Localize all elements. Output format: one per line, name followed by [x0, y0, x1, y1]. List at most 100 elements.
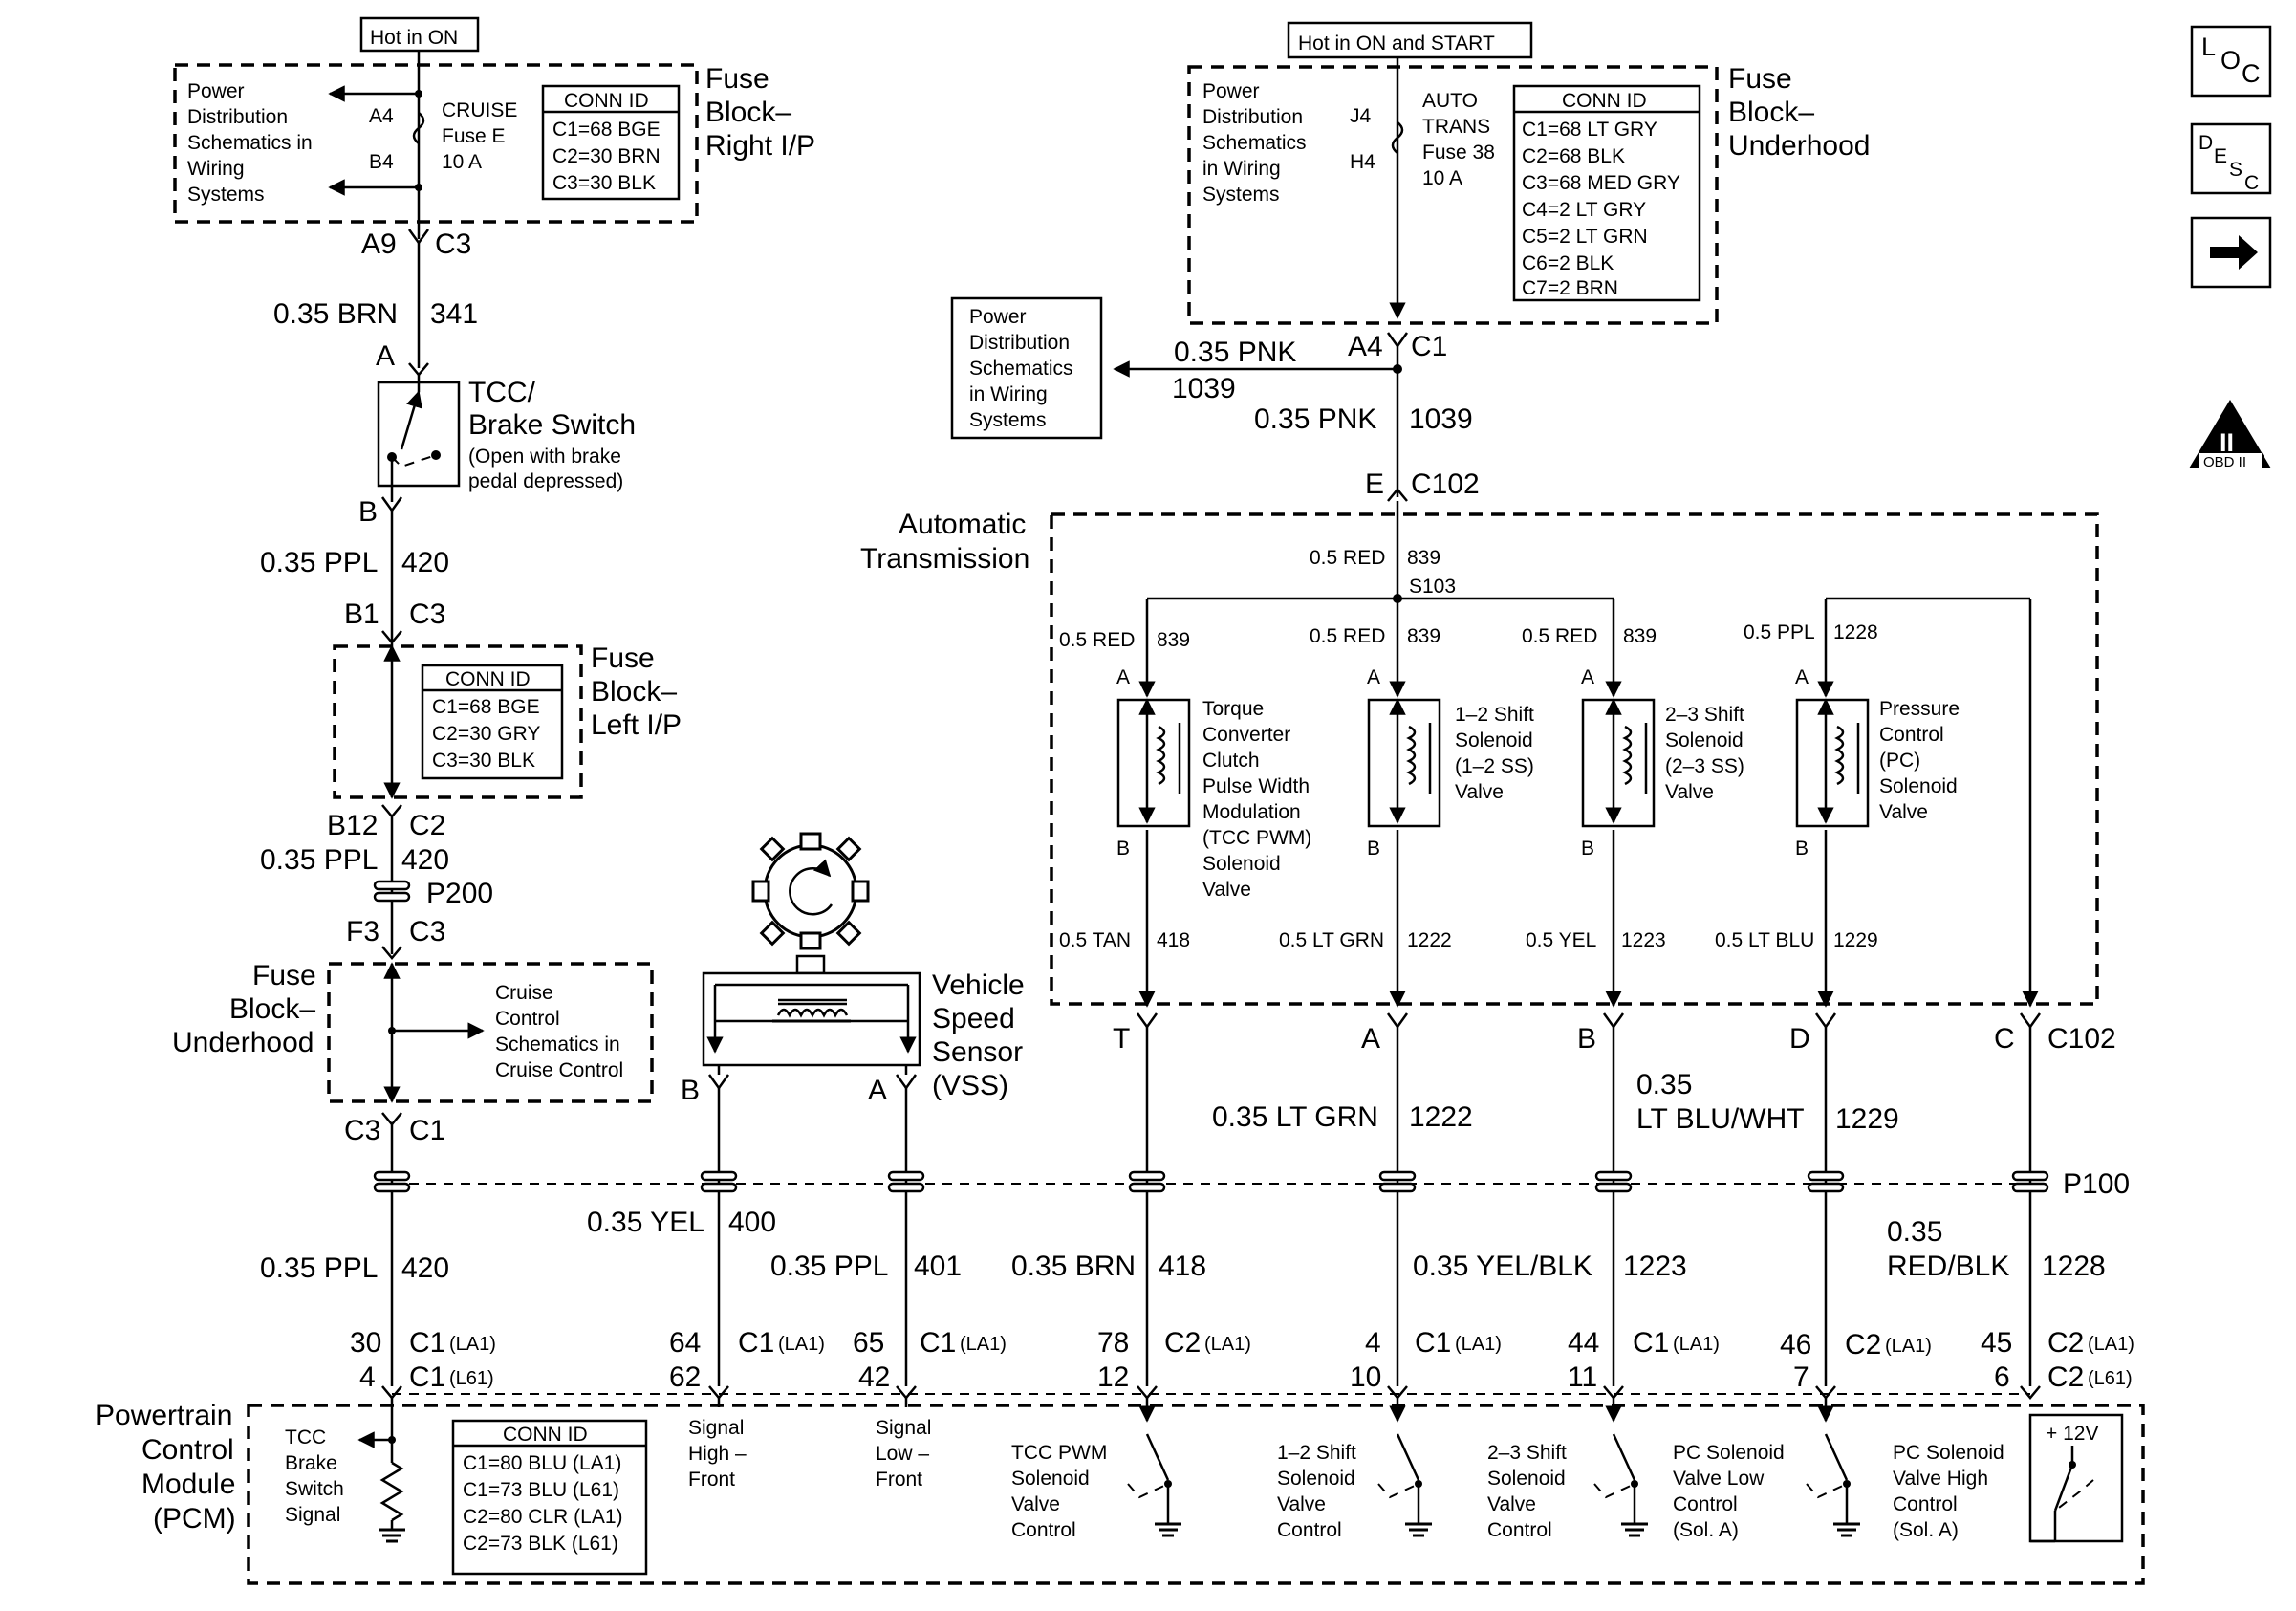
svg-text:Solenoid: Solenoid: [1487, 1468, 1566, 1490]
svg-text:Valve: Valve: [1202, 879, 1251, 901]
svg-text:Control: Control: [495, 1008, 560, 1030]
svg-text:Valve High: Valve High: [1893, 1468, 1988, 1490]
svg-text:839: 839: [1157, 629, 1190, 651]
svg-text:Clutch: Clutch: [1202, 750, 1260, 772]
next-arrow-icon[interactable]: [2190, 216, 2272, 289]
svg-text:(Open with brake: (Open with brake: [468, 446, 621, 468]
svg-text:C1: C1: [409, 1115, 445, 1146]
power-distribution-box[interactable]: Power Distribution Schematics in Wiring …: [950, 296, 1103, 440]
svg-text:0.5 LT GRN: 0.5 LT GRN: [1279, 929, 1384, 951]
svg-text:C1: C1: [1415, 1327, 1451, 1359]
svg-text:6: 6: [1994, 1361, 2010, 1393]
svg-text:C3=30 BLK: C3=30 BLK: [432, 750, 535, 772]
conn-id-table: CONN ID C1=68 BGE C2=30 BRN C3=30 BLK: [541, 84, 681, 201]
power-distribution-ref[interactable]: Power Distribution Schematics in Wiring …: [187, 80, 313, 206]
svg-text:1228: 1228: [2042, 1251, 2106, 1282]
svg-text:46: 46: [1780, 1329, 1811, 1361]
svg-text:C5=2 LT GRN: C5=2 LT GRN: [1522, 226, 1648, 248]
svg-text:Block–: Block–: [1728, 97, 1814, 128]
svg-text:Transmission: Transmission: [860, 543, 1029, 575]
svg-text:A: A: [868, 1075, 887, 1106]
svg-text:+ 12V: + 12V: [2046, 1423, 2098, 1445]
svg-text:Fuse: Fuse: [1728, 63, 1792, 95]
svg-text:C2: C2: [2047, 1327, 2084, 1359]
power-distribution-ref-top[interactable]: Power Distribution Schematics in Wiring …: [1202, 80, 1307, 206]
desc-icon[interactable]: D E S C: [2190, 122, 2272, 195]
tcc-brake-circuit: A9 C3 0.35 BRN 341 A TCC/ Brake Switch (…: [172, 229, 682, 1386]
svg-text:0.5 RED: 0.5 RED: [1310, 625, 1385, 647]
svg-text:0.35: 0.35: [1636, 1069, 1692, 1100]
c102-connector: T A B D C C102: [1113, 1012, 2116, 1055]
svg-text:(L61): (L61): [449, 1368, 494, 1389]
svg-text:L: L: [2201, 33, 2216, 61]
svg-text:A: A: [1116, 666, 1130, 688]
svg-text:Solenoid: Solenoid: [1879, 775, 1958, 797]
svg-text:1–2 Shift: 1–2 Shift: [1277, 1442, 1356, 1464]
svg-text:Underhood: Underhood: [172, 1027, 314, 1058]
svg-text:1228: 1228: [1833, 621, 1878, 643]
svg-text:E: E: [1365, 468, 1384, 500]
pressure-control-solenoid: 0.5 PPL 1228 A B Pressure Control (PC) S…: [1715, 621, 1960, 1008]
svg-text:C1=80 BLU (LA1): C1=80 BLU (LA1): [463, 1452, 621, 1474]
svg-text:B: B: [1116, 838, 1130, 860]
svg-text:Torque: Torque: [1202, 698, 1264, 720]
svg-text:C3: C3: [409, 599, 445, 630]
svg-text:839: 839: [1623, 625, 1657, 647]
fuse-block-underhood-lower: Fuse Block– Underhood Cruise Control Sch…: [172, 960, 654, 1103]
svg-text:30: 30: [350, 1327, 381, 1359]
svg-text:4: 4: [1365, 1327, 1381, 1359]
svg-text:II: II: [2220, 428, 2234, 457]
svg-text:Valve: Valve: [1879, 801, 1928, 823]
svg-text:Control: Control: [1277, 1519, 1342, 1541]
svg-text:(1–2 SS): (1–2 SS): [1455, 755, 1534, 777]
svg-text:Schematics: Schematics: [969, 358, 1073, 380]
cruise-control-ref[interactable]: Cruise Control Schematics in Cruise Cont…: [495, 982, 623, 1081]
svg-text:Solenoid: Solenoid: [1455, 729, 1533, 751]
automatic-transmission: Automatic Transmission 0.5 RED 839 S103 …: [860, 501, 2099, 1008]
svg-text:0.35 BRN: 0.35 BRN: [273, 298, 398, 330]
vehicle-speed-sensor: Vehicle Speed Sensor (VSS) B A 0.35 YEL …: [587, 832, 1025, 1386]
svg-text:Fuse: Fuse: [252, 960, 316, 991]
svg-text:4: 4: [359, 1361, 376, 1393]
svg-text:0.35 PNK: 0.35 PNK: [1174, 337, 1296, 368]
svg-text:O: O: [2220, 46, 2241, 75]
svg-text:Pressure: Pressure: [1879, 698, 1960, 720]
svg-text:0.5 RED: 0.5 RED: [1310, 547, 1385, 569]
svg-text:C2=30 GRY: C2=30 GRY: [432, 723, 540, 745]
svg-text:Solenoid: Solenoid: [1665, 729, 1744, 751]
svg-text:C3=68 MED GRY: C3=68 MED GRY: [1522, 172, 1680, 194]
svg-text:Control: Control: [141, 1434, 234, 1466]
svg-text:341: 341: [430, 298, 478, 330]
svg-text:0.35 PPL: 0.35 PPL: [770, 1251, 888, 1282]
svg-text:1229: 1229: [1833, 929, 1878, 951]
svg-text:(Sol. A): (Sol. A): [1893, 1519, 1959, 1541]
svg-text:2–3 Shift: 2–3 Shift: [1487, 1442, 1567, 1464]
svg-text:C2=68 BLK: C2=68 BLK: [1522, 145, 1625, 167]
svg-text:Switch: Switch: [285, 1478, 344, 1500]
svg-text:C102: C102: [2047, 1023, 2116, 1055]
svg-text:(TCC PWM): (TCC PWM): [1202, 827, 1311, 849]
loc-icon[interactable]: L O C: [2190, 25, 2272, 98]
svg-text:Systems: Systems: [969, 409, 1047, 431]
svg-text:in Wiring: in Wiring: [969, 383, 1048, 405]
svg-text:(LA1): (LA1): [1455, 1334, 1502, 1355]
svg-text:Signal: Signal: [285, 1504, 340, 1526]
svg-text:1222: 1222: [1407, 929, 1452, 951]
svg-text:42: 42: [858, 1361, 890, 1393]
svg-text:1223: 1223: [1621, 929, 1666, 951]
svg-text:Valve: Valve: [1487, 1493, 1536, 1515]
svg-text:Valve: Valve: [1277, 1493, 1326, 1515]
svg-text:Control: Control: [1011, 1519, 1076, 1541]
svg-text:TCC/: TCC/: [468, 377, 536, 408]
svg-text:C1=68 BGE: C1=68 BGE: [432, 696, 540, 718]
svg-text:B12: B12: [327, 810, 378, 841]
svg-text:12: 12: [1097, 1361, 1129, 1393]
svg-text:C3: C3: [435, 229, 471, 260]
svg-text:Solenoid: Solenoid: [1202, 853, 1281, 875]
svg-text:10 A: 10 A: [442, 151, 482, 173]
pcm-pin-labels: 30 4 C1 (LA1) C1 (L61) 64 62 C1 (LA1) 65…: [350, 1327, 2134, 1393]
svg-text:(LA1): (LA1): [1204, 1334, 1251, 1355]
svg-text:418: 418: [1159, 1251, 1206, 1282]
svg-text:S: S: [2229, 159, 2242, 181]
